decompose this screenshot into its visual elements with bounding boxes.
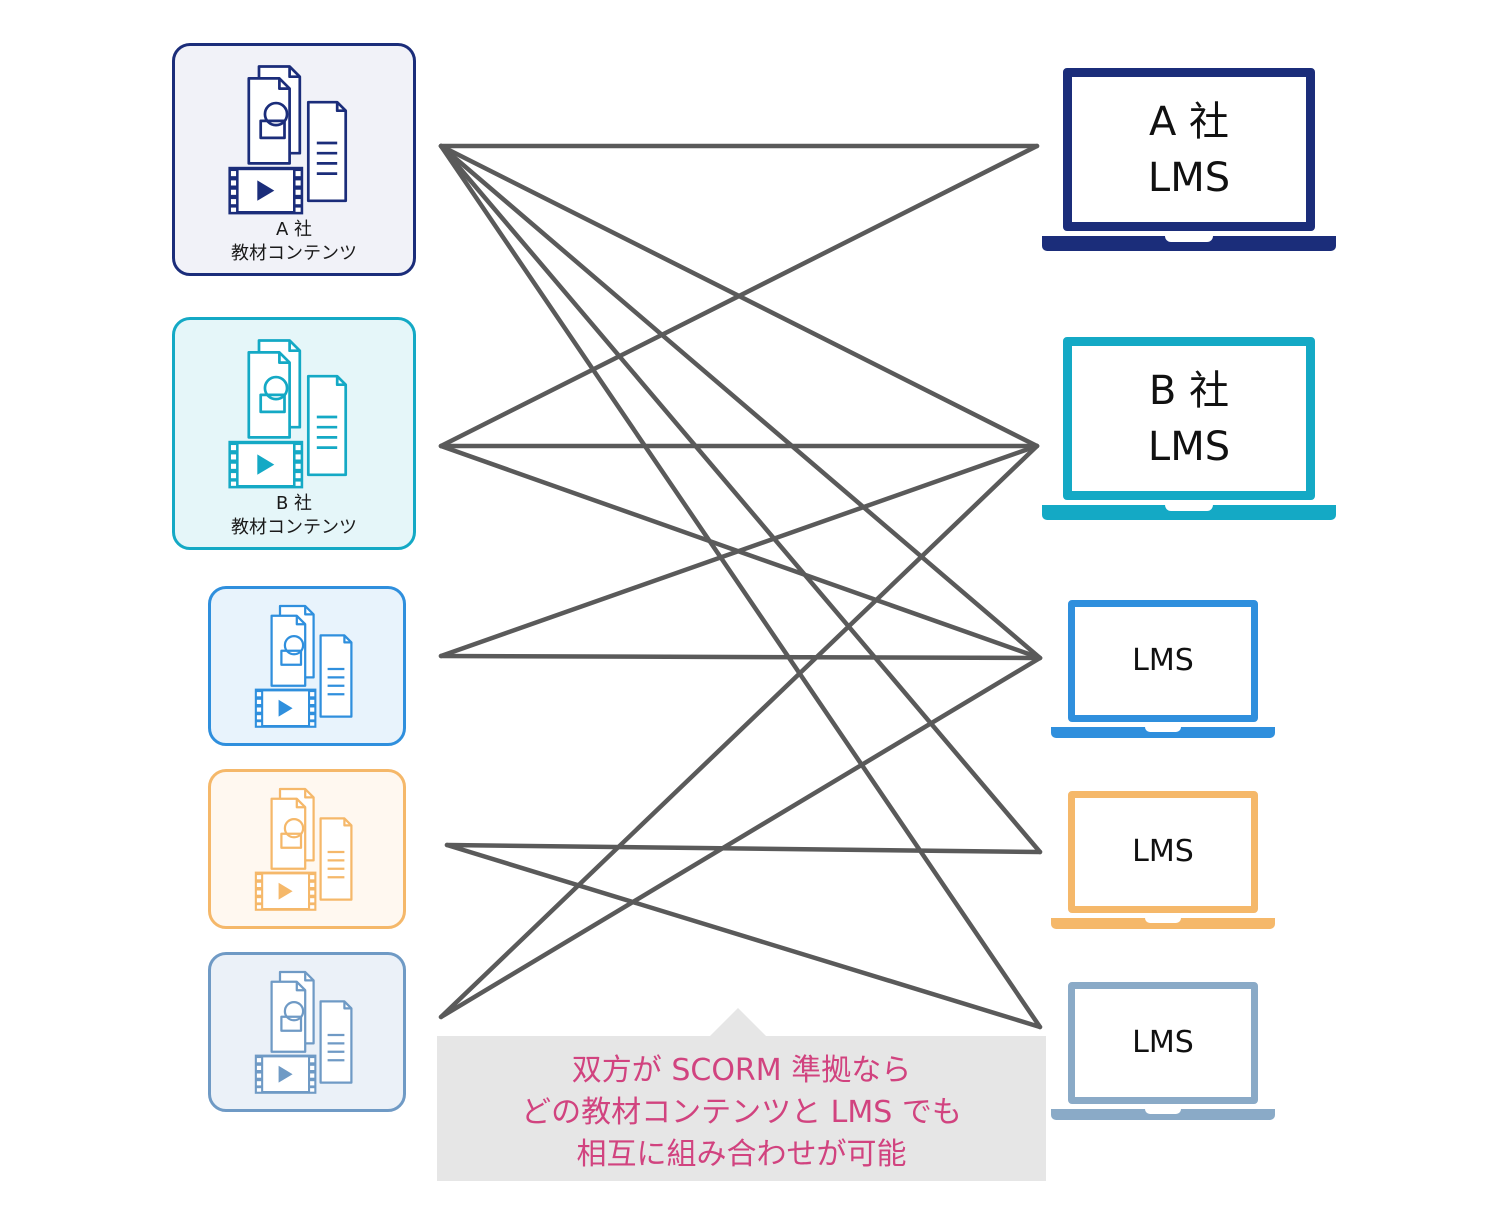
- laptop-notch: [1145, 1109, 1181, 1114]
- content-type: 教材コンテンツ: [231, 517, 357, 538]
- lms-label: LMS: [1147, 423, 1231, 470]
- connector-line: [438, 443, 1040, 1020]
- content-box-b: B 社 教材コンテンツ: [172, 317, 416, 550]
- lms-laptop-b: B 社 LMS: [1042, 337, 1336, 522]
- content-label: A 社 教材コンテンツ: [175, 218, 413, 266]
- connector-line: [438, 655, 1043, 1020]
- company-name: A 社: [275, 219, 313, 240]
- laptop-notch: [1165, 505, 1213, 511]
- lms-laptop-a: A 社 LMS: [1042, 68, 1336, 253]
- connector-line: [444, 842, 1043, 1030]
- laptop-screen: LMS: [1068, 600, 1258, 722]
- lms-company-name: A 社: [1148, 98, 1230, 145]
- laptop-base: [1042, 505, 1336, 520]
- lms-laptop-c: LMS: [1051, 600, 1275, 740]
- content-icon: [254, 604, 353, 728]
- callout-line-3: 相互に組み合わせが可能: [576, 1137, 907, 1172]
- callout-line-2: どの教材コンテンツと LMS でも: [521, 1095, 962, 1130]
- content-icon: [228, 65, 348, 215]
- content-type: 教材コンテンツ: [231, 243, 357, 264]
- content-box-d: [208, 769, 406, 929]
- laptop-base: [1042, 236, 1336, 251]
- content-icon: [228, 339, 348, 489]
- lms-label: LMS: [1132, 643, 1194, 678]
- callout-pointer: [710, 1008, 766, 1036]
- callout-line-1: 双方が SCORM 準拠なら: [571, 1053, 912, 1088]
- laptop-base: [1051, 1109, 1275, 1120]
- connector-line: [438, 443, 1040, 659]
- laptop-screen: B 社 LMS: [1063, 337, 1315, 500]
- laptop-base: [1051, 727, 1275, 738]
- content-box-a: A 社 教材コンテンツ: [172, 43, 416, 276]
- content-icon: [254, 787, 353, 911]
- connector-line: [438, 653, 1043, 661]
- laptop-notch: [1145, 727, 1181, 732]
- connector-line: [438, 143, 1043, 855]
- lms-label: LMS: [1147, 154, 1231, 201]
- content-box-c: [208, 586, 406, 746]
- callout-text: 双方が SCORM 準拠なら どの教材コンテンツと LMS でも 相互に組み合わ…: [437, 1050, 1046, 1176]
- laptop-notch: [1165, 236, 1213, 242]
- lms-label: LMS: [1132, 1025, 1194, 1060]
- connector-line: [444, 842, 1043, 855]
- connector-line: [438, 143, 1040, 449]
- lms-company-name: B 社: [1148, 367, 1230, 414]
- lms-label: LMS: [1132, 834, 1194, 869]
- laptop-screen: LMS: [1068, 982, 1258, 1104]
- company-name: B 社: [275, 493, 313, 514]
- content-box-e: [208, 952, 406, 1112]
- connector-line: [438, 143, 1043, 1030]
- laptop-screen: LMS: [1068, 791, 1258, 913]
- callout-box: [437, 1036, 1046, 1181]
- laptop-screen: A 社 LMS: [1063, 68, 1315, 231]
- lms-laptop-e: LMS: [1051, 982, 1275, 1122]
- laptop-notch: [1145, 918, 1181, 923]
- lms-laptop-d: LMS: [1051, 791, 1275, 931]
- laptop-base: [1051, 918, 1275, 929]
- content-label: B 社 教材コンテンツ: [175, 492, 413, 540]
- connector-line: [438, 143, 1043, 661]
- content-icon: [254, 970, 353, 1094]
